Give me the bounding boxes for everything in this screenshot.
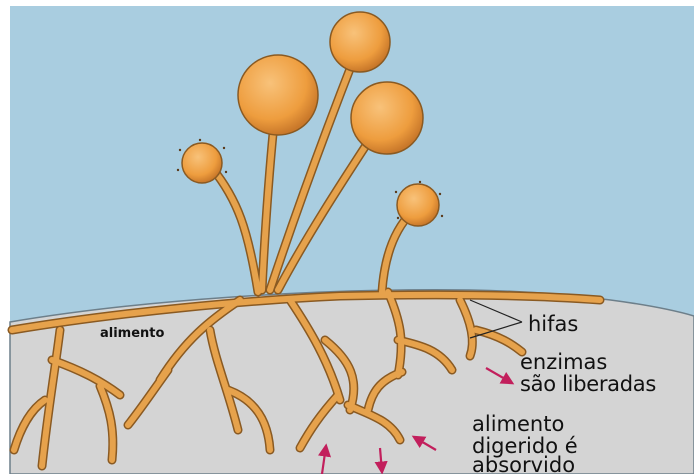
food-label: alimento	[100, 327, 164, 340]
sporangium-top	[330, 12, 390, 72]
sporangium-right	[351, 82, 423, 154]
hyphae-label: hifas	[528, 314, 578, 335]
enzymes-label-line1: enzimas	[520, 352, 607, 373]
sporangium-large-left	[238, 55, 318, 135]
absorbed-label-line1: alimento	[472, 414, 564, 435]
sporangium-small-right	[397, 184, 439, 226]
enzymes-label-line2: são liberadas	[520, 374, 656, 395]
absorbed-label-line3: absorvido	[472, 455, 575, 474]
sporangium-small-left	[182, 143, 222, 183]
